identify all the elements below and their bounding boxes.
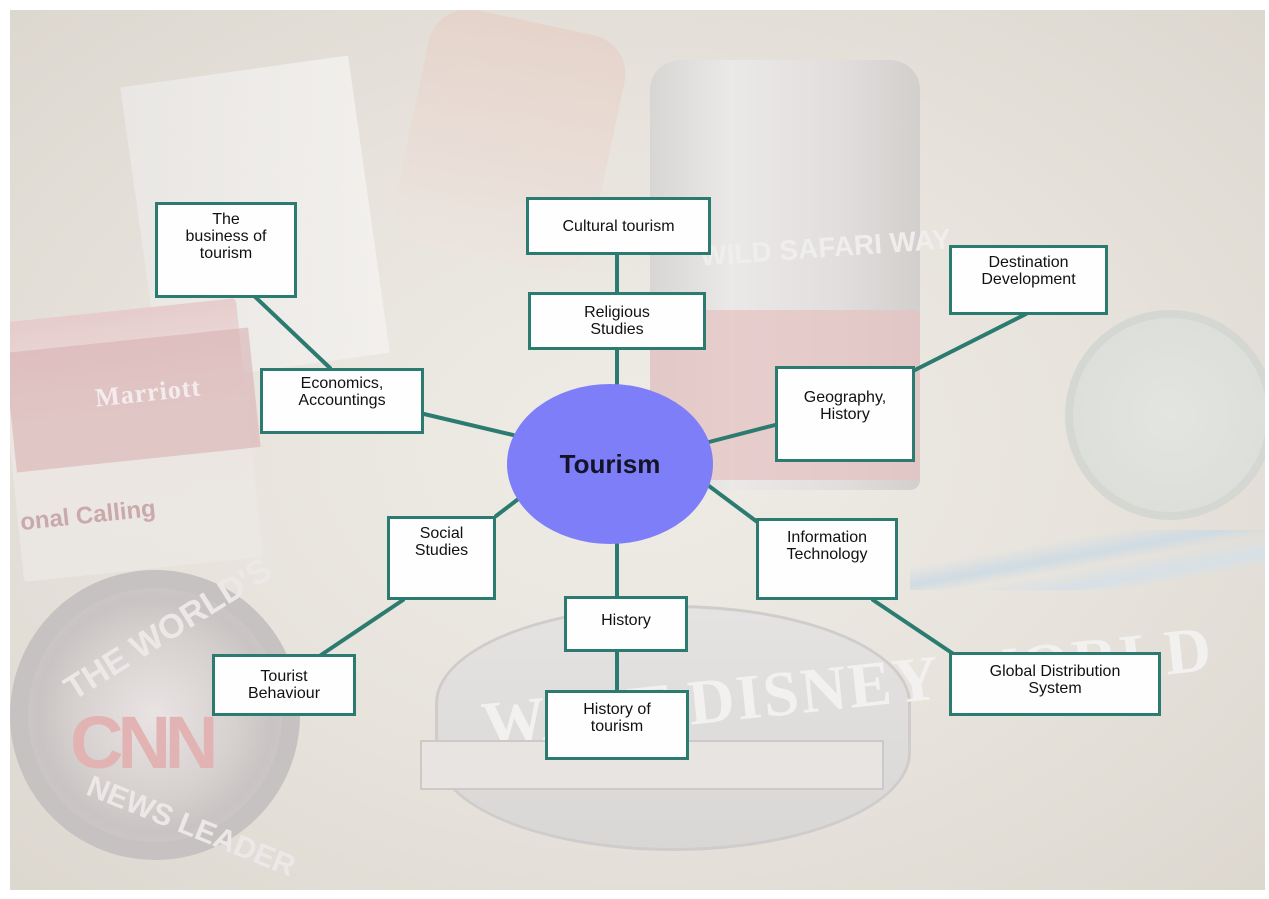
node-tourism-hub: Tourism [507,384,713,544]
node-history-of-tourism: History of tourism [545,690,689,760]
connector-it-gds [871,598,957,657]
node-social-studies: Social Studies [387,516,496,600]
connector-economics-hub [422,412,515,437]
node-global-distribution-system: Global Distribution System [949,652,1161,716]
connector-social-tourist [319,598,405,657]
connector-social-hub [494,498,519,518]
connector-geography-hub [707,423,777,444]
node-religious-studies: Religious Studies [528,292,706,350]
node-cultural-tourism: Cultural tourism [526,197,711,255]
node-business-of-tourism: The business of tourism [155,202,297,298]
node-information-technology: Information Technology [756,518,898,600]
node-economics-accountings: Economics, Accountings [260,368,424,434]
node-tourist-behaviour: Tourist Behaviour [212,654,356,716]
connector-hub-it [707,484,762,526]
connector-destination-geography [913,312,1028,372]
node-destination-development: Destination Development [949,245,1108,315]
node-history: History [564,596,688,652]
connector-business-economics [248,290,332,370]
node-geography-history: Geography, History [775,366,915,462]
